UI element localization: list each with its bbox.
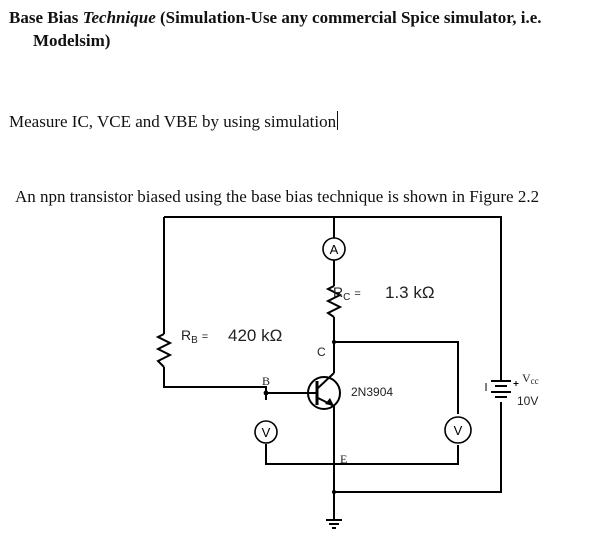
- vcc-value: 10V: [517, 394, 538, 408]
- base-label: B: [262, 374, 270, 388]
- junction-bottom: [332, 490, 336, 494]
- transistor-collector-lead: [317, 372, 335, 389]
- intro-paragraph: An npn transistor biased using the base …: [15, 187, 539, 207]
- ground-icon: [326, 519, 342, 529]
- junction-base: [263, 390, 269, 396]
- voltmeter-vbe-icon: V: [254, 420, 278, 444]
- wire-top: [164, 216, 502, 381]
- transistor-model-label: 2N3904: [351, 385, 393, 399]
- ammeter-icon: A: [322, 237, 346, 261]
- text-cursor: [337, 111, 339, 130]
- ammeter-symbol: A: [330, 242, 339, 257]
- wire-vbe-bottom: [265, 444, 459, 465]
- voltmeter-vce-icon: V: [444, 416, 472, 444]
- rc-value: 1.3 kΩ: [385, 283, 435, 302]
- intro-text: An npn transistor biased using the base …: [15, 187, 540, 206]
- emitter-label: E: [340, 452, 347, 466]
- wire-collector-node: [334, 341, 459, 414]
- collector-label: C: [317, 345, 326, 359]
- instruction-paragraph[interactable]: Measure IC, VCE and VBE by using simulat…: [9, 111, 339, 132]
- rb-value: 420 kΩ: [228, 326, 282, 345]
- title-italic: Technique: [82, 8, 156, 27]
- rc-label: RC=: [333, 284, 361, 303]
- document-title: Base Bias Technique (Simulation-Use any …: [9, 6, 595, 52]
- transistor-emitter-arrow: [325, 398, 334, 406]
- rb-resistor: [155, 333, 173, 368]
- battery-icon: [485, 380, 519, 398]
- wire-bottom: [334, 402, 502, 493]
- vcc-label: Vcc: [522, 371, 539, 386]
- title-text-3: Modelsim): [33, 31, 111, 50]
- junction-collector: [332, 340, 336, 344]
- rc-resistor: [325, 285, 343, 318]
- rb-label: RB=: [181, 327, 208, 346]
- wire-left-lower: [163, 367, 267, 400]
- instruction-text: Measure IC, VCE and VBE by using simulat…: [9, 112, 337, 131]
- title-text-2: (Simulation-Use any commercial Spice sim…: [155, 8, 542, 27]
- transistor-body: [307, 376, 341, 410]
- voltmeter-vce-symbol: V: [454, 423, 463, 438]
- title-text-1: Base Bias: [9, 8, 83, 27]
- voltmeter-vbe-symbol: V: [262, 425, 271, 440]
